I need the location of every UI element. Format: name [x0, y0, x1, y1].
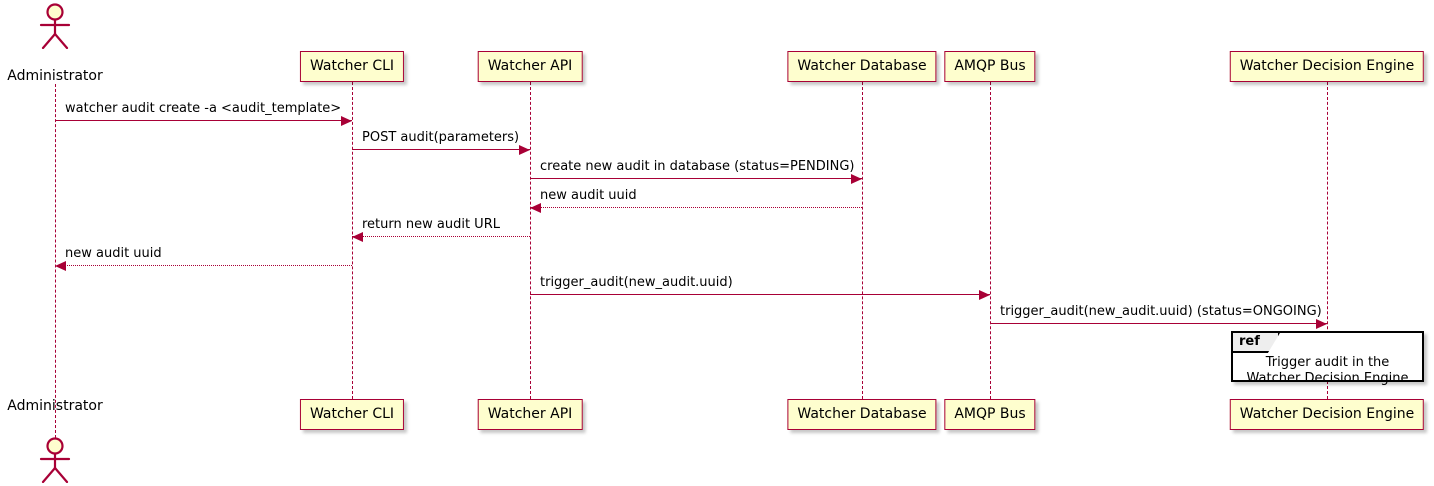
lifeline-watcher-decision-engine [1327, 82, 1328, 399]
arrow-head-msg-return-new-audit-url [352, 231, 363, 242]
message-line-msg-post-audit [352, 149, 530, 150]
lifeline-amqp-bus [990, 82, 991, 399]
lifeline-watcher-database [862, 82, 863, 399]
participant-box-bottom-watcher-api[interactable]: Watcher API [477, 399, 583, 430]
message-line-msg-new-audit-uuid-db [530, 207, 862, 208]
message-label-msg-return-new-audit-url: return new audit URL [362, 217, 500, 232]
participant-box-top-amqp-bus[interactable]: AMQP Bus [944, 51, 1036, 82]
message-line-msg-trigger-audit [530, 294, 990, 295]
actor-figure-top-administrator [34, 3, 76, 53]
participant-box-top-watcher-api[interactable]: Watcher API [477, 51, 583, 82]
message-label-msg-new-audit-uuid-db: new audit uuid [540, 188, 637, 203]
arrow-head-msg-new-audit-uuid-cli [55, 260, 66, 271]
message-line-msg-return-new-audit-url [352, 236, 530, 237]
participant-box-bottom-watcher-cli[interactable]: Watcher CLI [299, 399, 405, 430]
participant-box-bottom-watcher-decision-engine[interactable]: Watcher Decision Engine [1229, 399, 1425, 430]
message-label-msg-post-audit: POST audit(parameters) [362, 130, 520, 145]
message-line-msg-create-new-audit [530, 178, 862, 179]
participant-box-top-watcher-cli[interactable]: Watcher CLI [299, 51, 405, 82]
arrow-head-msg-trigger-audit-ongoing [1316, 318, 1327, 329]
participant-box-top-watcher-database[interactable]: Watcher Database [787, 51, 937, 82]
participant-box-top-watcher-decision-engine[interactable]: Watcher Decision Engine [1229, 51, 1425, 82]
arrow-head-msg-create-new-audit [851, 173, 862, 184]
ref-fragment-tab-label: ref [1233, 333, 1280, 353]
arrow-head-msg-watcher-audit-create [341, 115, 352, 126]
message-label-msg-new-audit-uuid-cli: new audit uuid [65, 246, 162, 261]
message-label-msg-trigger-audit: trigger_audit(new_audit.uuid) [540, 275, 733, 290]
arrow-head-msg-new-audit-uuid-db [530, 202, 541, 213]
participant-label-top-administrator: Administrator [7, 68, 103, 84]
ref-fragment-line-1: Trigger audit in the [1265, 355, 1390, 370]
message-line-msg-new-audit-uuid-cli [55, 265, 352, 266]
arrow-head-msg-post-audit [519, 144, 530, 155]
ref-fragment-line-2: Watcher Decision Engine [1246, 371, 1409, 386]
message-label-msg-watcher-audit-create: watcher audit create -a <audit_template> [65, 101, 342, 116]
participant-box-bottom-amqp-bus[interactable]: AMQP Bus [944, 399, 1036, 430]
participant-box-bottom-watcher-database[interactable]: Watcher Database [787, 399, 937, 430]
message-line-msg-watcher-audit-create [55, 120, 352, 121]
lifeline-watcher-api [530, 82, 531, 399]
actor-figure-bottom-administrator [34, 437, 76, 486]
arrow-head-msg-trigger-audit [979, 289, 990, 300]
message-label-msg-create-new-audit: create new audit in database (status=PEN… [540, 159, 855, 174]
message-label-msg-trigger-audit-ongoing: trigger_audit(new_audit.uuid) (status=ON… [1000, 304, 1322, 319]
participant-label-bottom-administrator: Administrator [7, 398, 103, 414]
message-line-msg-trigger-audit-ongoing [990, 323, 1327, 324]
